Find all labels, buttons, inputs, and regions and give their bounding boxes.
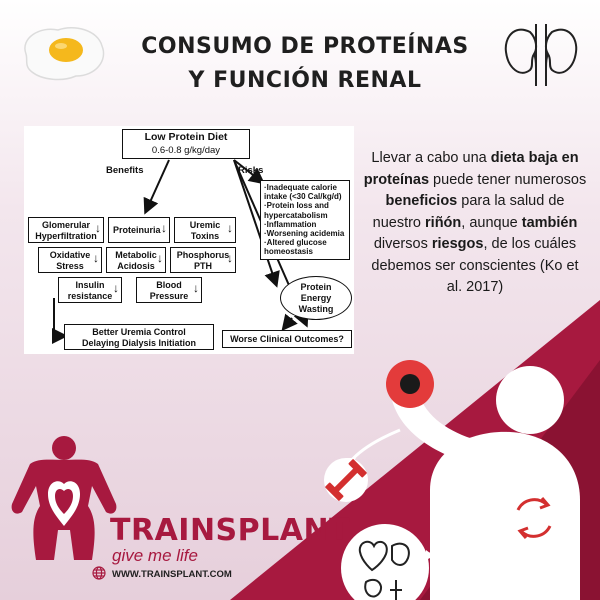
- benefit-box-blood-pressure: Blood Pressure ↓: [136, 277, 202, 303]
- benefit-box-metabolic-acidosis: Metabolic Acidosis ↓: [106, 247, 166, 273]
- risk-item: ·Worsening acidemia: [264, 229, 345, 239]
- down-arrow-icon: ↓: [227, 221, 233, 235]
- benefit-box-insulin-resistance: Insulin resistance ↓: [58, 277, 122, 303]
- page-title: CONSUMO DE PROTEÍNAS Y FUNCIÓN RENAL: [110, 30, 500, 98]
- globe-icon: [92, 566, 106, 580]
- down-arrow-icon: ↓: [157, 251, 163, 265]
- benefit-box-glomerular: Glomerular Hyperfiltration ↓: [28, 217, 104, 243]
- benefit-box-oxidative-stress: Oxidative Stress ↓: [38, 247, 102, 273]
- brand-tagline: give me life: [112, 546, 198, 565]
- refresh-arrows-icon: [516, 497, 552, 539]
- down-arrow-icon: ↓: [95, 221, 101, 235]
- brand-url[interactable]: WWW.TRAINSPLANT.COM: [112, 569, 232, 580]
- diet-title: Low Protein Diet: [144, 131, 228, 143]
- benefits-label: Benefits: [106, 165, 144, 176]
- risk-item: homeostasis: [264, 247, 313, 257]
- down-arrow-icon: ↓: [93, 251, 99, 265]
- down-arrow-icon: ↓: [113, 281, 119, 295]
- description-text: Llevar a cabo una dieta baja en proteína…: [363, 150, 587, 295]
- down-arrow-icon: ↓: [193, 281, 199, 295]
- low-protein-diet-box: Low Protein Diet 0.6-0.8 g/kg/day: [122, 129, 250, 159]
- dumbbell-icon: [324, 458, 368, 502]
- better-uremia-control-box: Better Uremia Control Delaying Dialysis …: [64, 324, 214, 350]
- benefit-box-uremic-toxins: Uremic Toxins ↓: [174, 217, 236, 243]
- protein-energy-wasting-oval: Protein Energy Wasting: [280, 276, 352, 320]
- risk-item: ·Protein loss and: [264, 201, 329, 211]
- brand-name: TRAINSPLANT: [110, 513, 351, 548]
- low-protein-diet-diagram: Low Protein Diet 0.6-0.8 g/kg/day Benefi…: [24, 126, 354, 354]
- down-arrow-icon: ↓: [161, 221, 167, 235]
- risk-item: intake (<30 Cal/kg/d): [264, 192, 342, 202]
- bodybuilder-logo-icon: [11, 436, 117, 560]
- risk-item: hypercatabolism: [264, 210, 328, 220]
- worse-clinical-outcomes-box: Worse Clinical Outcomes?: [222, 330, 352, 348]
- risk-item: ·Inadequate calorie: [264, 183, 337, 192]
- organs-icon: [341, 524, 429, 600]
- risks-list: ·Inadequate calorie intake (<30 Cal/kg/d…: [260, 180, 350, 260]
- fried-egg-icon: [24, 26, 105, 81]
- benefit-box-phosphorus-pth: Phosphorus PTH ↓: [170, 247, 236, 273]
- title-line-2: Y FUNCIÓN RENAL: [188, 68, 422, 93]
- down-arrow-icon: ↓: [227, 251, 233, 265]
- benefit-box-proteinuria: Proteinuria ↓: [108, 217, 170, 243]
- kidneys-icon: [504, 24, 578, 86]
- diet-subtitle: 0.6-0.8 g/kg/day: [151, 145, 221, 156]
- risks-label: Risks: [238, 165, 264, 176]
- risk-item: ·Inflammation: [264, 219, 317, 229]
- lifting-figure-illustration: [324, 360, 580, 600]
- title-line-1: CONSUMO DE PROTEÍNAS: [141, 34, 469, 59]
- risk-item: ·Altered glucose: [264, 238, 327, 248]
